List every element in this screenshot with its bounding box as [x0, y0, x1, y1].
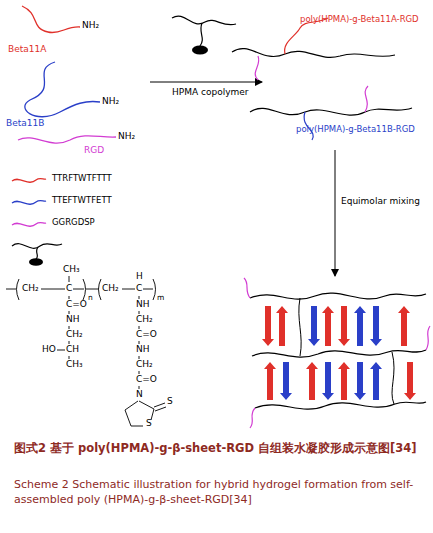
amine-label: NH₂ — [102, 96, 119, 107]
strand-arrow — [398, 306, 410, 346]
legend-line — [12, 179, 46, 183]
sequence-label: TTRFTWTFTTT — [52, 173, 112, 183]
chem-group: CH₃ — [66, 359, 83, 370]
amine-label: NH₂ — [118, 131, 135, 142]
chem-group: HO — [42, 344, 56, 355]
sequence-label: GGRGDSP — [52, 217, 95, 227]
beta-sheet-arrows — [262, 306, 416, 400]
product-name: poly(HPMA)-g-Beta11A-RGD — [300, 14, 419, 24]
strand-arrow — [338, 306, 350, 346]
arrow-label: Equimolar mixing — [341, 196, 420, 207]
strand-arrow — [264, 362, 276, 400]
chem-atom: C — [136, 283, 142, 294]
chem-group: NH — [136, 299, 150, 310]
strand-arrow — [276, 306, 288, 346]
chem-atom: H — [136, 271, 143, 282]
chem-group: CH — [66, 344, 79, 355]
legend-line — [12, 201, 46, 205]
reaction-arrow — [150, 82, 262, 83]
chem-group: NH — [66, 314, 80, 325]
sequence-label: TTEFTWTFETT — [52, 195, 112, 205]
polymer-chain — [172, 16, 236, 25]
subscript: m — [157, 293, 164, 302]
rgd-strand — [18, 136, 116, 143]
graft-chain-b — [250, 108, 412, 115]
chem-atom: C — [66, 283, 72, 294]
strand-arrow — [354, 306, 366, 346]
graft-rgd — [255, 56, 259, 80]
rgd-end — [244, 278, 250, 298]
chem-group: C=O — [136, 374, 157, 385]
caption-english: Scheme 2 Schematic illustration for hybr… — [14, 478, 419, 508]
strand-arrow — [338, 362, 350, 400]
graft-chain-a — [232, 49, 395, 58]
chem-group: CH₃ — [63, 264, 80, 275]
peptide-name: Beta11B — [6, 118, 44, 129]
caption-chinese: 图式2 基于 poly(HPMA)-g-β-sheet-RGD 自组装水凝胶形成… — [14, 440, 419, 456]
beta11b-strand — [25, 62, 100, 117]
chem-group: C=O — [66, 299, 87, 310]
legend-line — [12, 223, 46, 227]
polymer-bead — [192, 46, 208, 55]
chem-group: CH₂ — [66, 329, 83, 340]
strand-arrow — [262, 306, 274, 346]
beta11a-strand — [22, 6, 80, 33]
chemical-bonds — [6, 276, 166, 426]
hydrogel-network — [250, 293, 426, 409]
chem-group: CH₂ — [22, 283, 39, 294]
strand-arrow — [306, 362, 318, 400]
chem-group: CH₂ — [136, 359, 153, 370]
strand-arrow — [322, 306, 334, 346]
chem-atom: S — [167, 396, 173, 407]
strand-arrow — [370, 306, 382, 346]
chem-group: CH₂ — [136, 314, 153, 325]
strand-arrow — [370, 362, 382, 400]
product-name: poly(HPMA)-g-Beta11B-RGD — [296, 124, 415, 134]
polymer-branch — [36, 247, 38, 259]
peptide-name: RGD — [84, 145, 104, 156]
chem-group: C=O — [136, 329, 157, 340]
rgd-end — [250, 408, 255, 428]
chem-group: CH₂ — [102, 283, 119, 294]
strand-arrow — [280, 362, 292, 400]
chem-atom: S — [146, 418, 152, 429]
arrow-label: HPMA copolymer — [172, 87, 248, 98]
amine-label: NH₂ — [82, 20, 99, 31]
strand-arrow — [322, 362, 334, 400]
strand-arrow — [404, 362, 416, 400]
peptide-name: Beta11A — [8, 44, 46, 55]
graft-rgd — [365, 86, 368, 112]
chem-atom: N — [136, 389, 143, 400]
rgd-end — [426, 326, 430, 350]
polymer-bead — [29, 258, 43, 266]
chem-group: NH — [136, 344, 150, 355]
subscript: n — [88, 293, 93, 302]
strand-arrow — [308, 306, 320, 346]
mixing-arrow — [335, 150, 336, 276]
polymer-branch — [200, 23, 202, 46]
strand-arrow — [354, 362, 366, 400]
